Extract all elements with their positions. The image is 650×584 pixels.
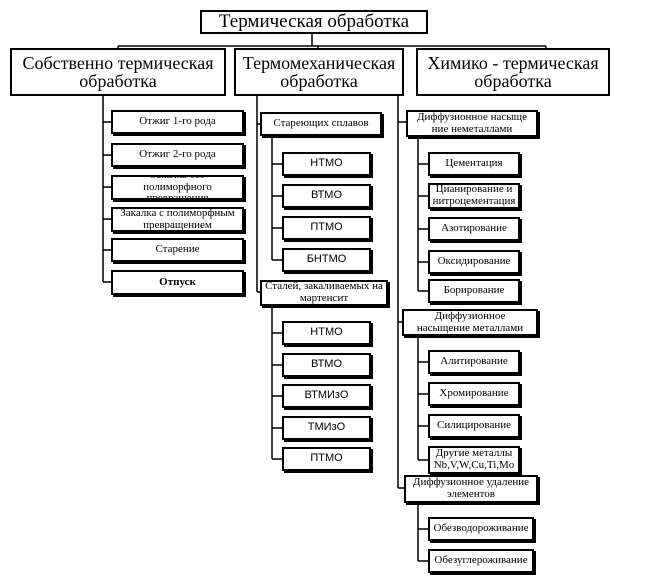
group-aging-alloys: Стареющих сплавов [260,112,382,136]
tmo-item: НТМО [282,152,371,176]
diagram-title: Термическая обработка [200,10,428,34]
item-quench-no-polymorph: Закалка без полиморфного превращения [111,175,244,200]
cto-item: Другие металлы Nb,V,W,Cu,Ti,Mo [428,446,520,474]
group-martensite-steels: Сталей, закаливаемых на мартенсит [260,280,388,306]
tmo-item: БНТМО [282,248,371,272]
group-element-removal: Диффузионное удаление элементов [404,475,538,503]
tmo-item: ВТМО [282,353,371,377]
tmo-item: ТМИзО [282,416,371,440]
branch-thermal: Собственно термическая обработка [10,48,226,96]
cto-item: Обезуглероживание [428,549,534,573]
tmo-item: ВТМО [282,184,371,208]
cto-item: Борирование [428,279,520,303]
item-annealing-2: Отжиг 2-го рода [111,143,244,167]
cto-item: Азотирование [428,217,520,241]
cto-item: Цементация [428,152,520,176]
item-tempering: Отпуск [111,270,244,295]
group-metal-saturation: Диффузионное насыщение металлами [402,309,538,336]
branch-chemical-thermal: Химико - термическая обработка [416,48,610,96]
cto-item: Цианирование и нитроцементация [428,183,520,209]
tmo-item: НТМО [282,321,371,345]
cto-item: Хромирование [428,382,520,406]
item-aging: Старение [111,238,244,262]
branch-thermomechanical: Термомеханическая обработка [234,48,404,96]
group-nonmetal-saturation: Диффузионное насыще ние неметаллами [406,110,538,137]
cto-item: Силицирование [428,414,520,438]
tmo-item: ВТМИзО [282,384,371,408]
cto-item: Обезводороживание [428,517,534,541]
tmo-item: ПТМО [282,216,371,240]
cto-item: Оксидирование [428,250,520,274]
item-annealing-1: Отжиг 1-го рода [111,110,244,134]
cto-item: Алитирование [428,350,520,374]
tmo-item: ПТМО [282,447,371,471]
item-quench-polymorph: Закалка с полиморфным превращением [111,207,244,232]
